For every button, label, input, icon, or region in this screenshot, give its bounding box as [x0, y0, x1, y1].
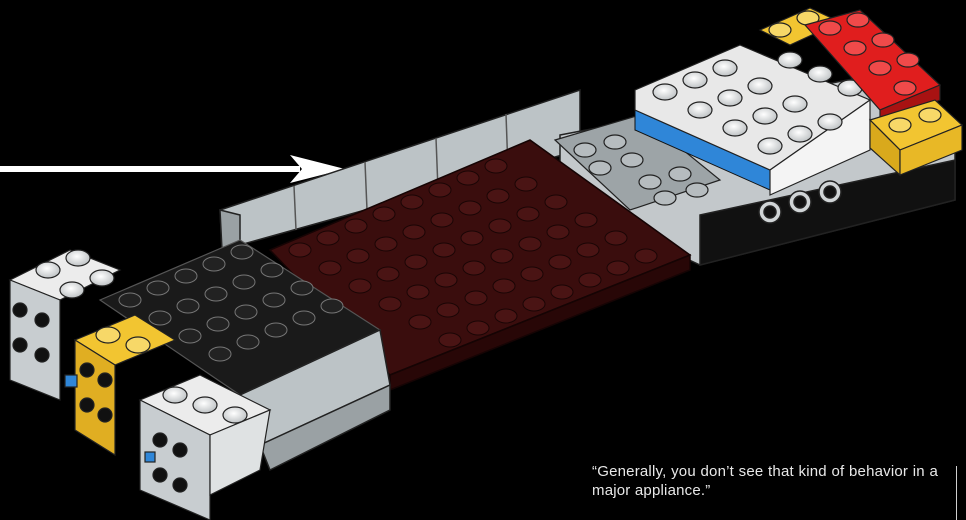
black-brick-stud [321, 299, 343, 313]
black-brick-stud [205, 287, 227, 301]
baseplate-stud [375, 237, 397, 251]
baseplate-stud [463, 261, 485, 275]
baseplate-stud [373, 207, 395, 221]
black-brick-stud [263, 293, 285, 307]
baseplate-stud [519, 237, 541, 251]
baseplate-stud [319, 261, 341, 275]
baseplate-stud [549, 255, 571, 269]
baseplate-stud [607, 261, 629, 275]
black-brick-stud [119, 293, 141, 307]
baseplate-stud [467, 321, 489, 335]
baseplate-stud [551, 285, 573, 299]
baseplate-stud [575, 213, 597, 227]
black-brick-stud [149, 311, 171, 325]
baseplate-stud [401, 195, 423, 209]
pointer-arrow [0, 155, 345, 183]
baseplate-stud [409, 315, 431, 329]
baseplate-stud [349, 279, 371, 293]
baseplate-stud [577, 243, 599, 257]
baseplate-stud [439, 333, 461, 347]
baseplate-stud [459, 201, 481, 215]
baseplate-stud [461, 231, 483, 245]
baseplate-stud [465, 291, 487, 305]
baseplate-stud [493, 279, 515, 293]
baseplate-stud [405, 255, 427, 269]
baseplate-stud [429, 183, 451, 197]
quote-caption: “Generally, you don’t see that kind of b… [592, 462, 938, 500]
black-brick-stud [175, 269, 197, 283]
baseplate-stud [317, 231, 339, 245]
black-brick-stud [147, 281, 169, 295]
black-brick-stud [235, 305, 257, 319]
baseplate-stud [579, 273, 601, 287]
baseplate-stud [345, 219, 367, 233]
black-brick-stud [209, 347, 231, 361]
black-brick-stud [207, 317, 229, 331]
baseplate-stud [457, 171, 479, 185]
black-brick-stud [179, 329, 201, 343]
baseplate-stud [377, 267, 399, 281]
black-brick-stud [293, 311, 315, 325]
baseplate-stud [435, 273, 457, 287]
black-brick-stud [203, 257, 225, 271]
baseplate-stud [403, 225, 425, 239]
baseplate-stud [517, 207, 539, 221]
baseplate-stud [521, 267, 543, 281]
baseplate-stud [437, 303, 459, 317]
baseplate-stud [605, 231, 627, 245]
baseplate-stud [547, 225, 569, 239]
black-brick-stud [233, 275, 255, 289]
baseplate-stud [379, 297, 401, 311]
black-brick-stud [265, 323, 287, 337]
baseplate-stud [495, 309, 517, 323]
baseplate-stud [487, 189, 509, 203]
baseplate-stud [635, 249, 657, 263]
baseplate-stud [491, 249, 513, 263]
baseplate-stud [433, 243, 455, 257]
black-brick-stud [237, 335, 259, 349]
black-brick-stud [291, 281, 313, 295]
caption-divider [956, 466, 957, 520]
baseplate-stud [489, 219, 511, 233]
baseplate-stud [407, 285, 429, 299]
baseplate-stud [515, 177, 537, 191]
black-brick-stud [231, 245, 253, 259]
black-brick-stud [177, 299, 199, 313]
baseplate-stud [289, 243, 311, 257]
baseplate-stud [431, 213, 453, 227]
baseplate-stud [485, 159, 507, 173]
baseplate-stud [523, 297, 545, 311]
black-brick-stud [261, 263, 283, 277]
baseplate-stud [545, 195, 567, 209]
baseplate-stud [347, 249, 369, 263]
